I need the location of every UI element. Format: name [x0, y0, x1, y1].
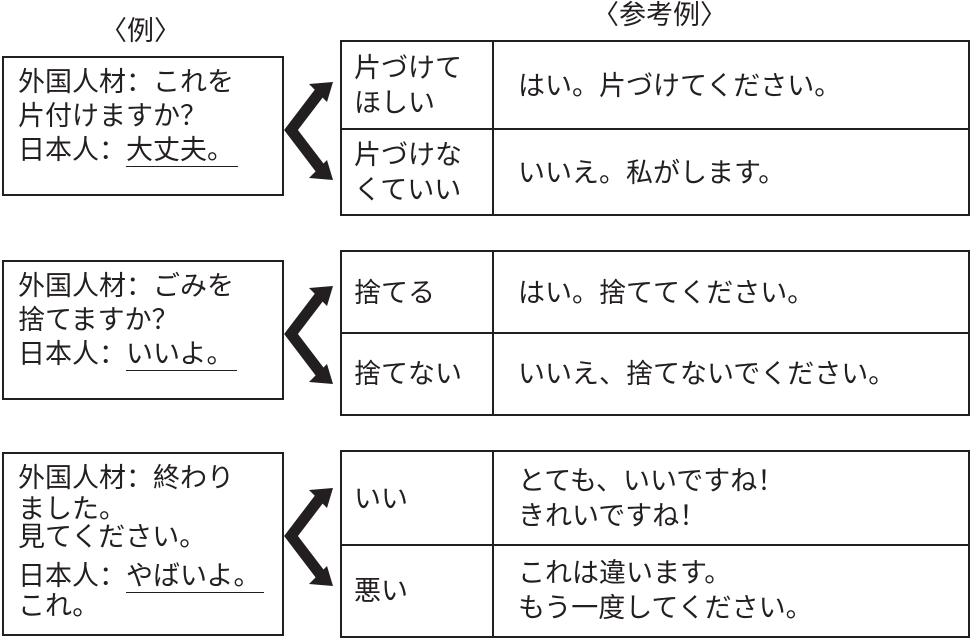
reference-table-2: 捨てる はい。捨ててください。 捨てない いいえ、捨てないでください。 — [340, 250, 970, 416]
reference-row: 捨てない いいえ、捨てないでください。 — [342, 332, 968, 414]
example-box-2: 外国人材：ごみを 捨てますか？ 日本人：いいよ。 — [2, 260, 284, 400]
example-answer-line: 日本人：やばいよ。 — [18, 560, 282, 594]
response-cell: いいえ。私がします。 — [518, 157, 786, 189]
branch-arrow-icon — [284, 82, 333, 180]
response-cell: はい。片づけてください。 — [518, 70, 842, 102]
reference-row: 片づけて ほしい はい。片づけてください。 — [342, 42, 968, 130]
condition-cell: 片づけて ほしい — [342, 42, 494, 130]
underlined-answer: 大丈夫。 — [126, 136, 238, 167]
condition-cell: 悪い — [342, 546, 494, 636]
reference-row: 片づけな くていい いいえ。私がします。 — [342, 128, 968, 216]
condition-cell: 捨てない — [342, 334, 494, 414]
condition-cell: 捨てる — [342, 252, 494, 334]
speaker-label: 日本人： — [18, 135, 126, 166]
reference-heading: 〈参考例〉 — [592, 0, 727, 31]
example-line: 外国人材：これを — [18, 67, 234, 98]
underlined-answer: やばいよ。 — [126, 562, 265, 593]
speaker-label: 日本人： — [18, 339, 126, 370]
example-answer-line: 日本人：大丈夫。 — [18, 134, 282, 168]
example-box-3: 外国人材：終わり ました。 見てください。 日本人：やばいよ。 これ。 — [2, 452, 284, 636]
response-cell: いいえ、捨てないでください。 — [518, 358, 896, 390]
response-cell: これは違います。 もう一度してください。 — [518, 558, 813, 624]
branch-arrow-icon — [284, 286, 333, 384]
condition-cell: 片づけな くていい — [342, 130, 494, 216]
example-line: 捨てますか？ — [18, 305, 179, 336]
condition-cell: いい — [342, 452, 494, 546]
branch-arrow-icon — [284, 488, 333, 586]
response-cell: とても、いいですね！ きれいですね！ — [518, 466, 785, 532]
underlined-answer: いいよ。 — [126, 340, 238, 371]
reference-table-1: 片づけて ほしい はい。片づけてください。 片づけな くていい いいえ。私がしま… — [340, 40, 970, 216]
example-line: 見てください。 — [18, 522, 207, 553]
reference-row: いい とても、いいですね！ きれいですね！ — [342, 452, 968, 546]
response-cell: はい。捨ててください。 — [518, 277, 815, 309]
example-box-1: 外国人材：これを 片付けますか？ 日本人：大丈夫。 — [2, 56, 284, 196]
example-line: これ。 — [18, 591, 100, 622]
reference-row: 捨てる はい。捨ててください。 — [342, 252, 968, 334]
reference-table-3: いい とても、いいですね！ きれいですね！ 悪い これは違います。 もう一度して… — [340, 450, 970, 638]
example-line: ました。 — [18, 494, 126, 525]
example-line: 片付けますか？ — [18, 101, 207, 132]
example-heading: 〈例〉 — [100, 16, 181, 47]
example-line: 外国人材：終わり — [18, 463, 234, 494]
example-line: 外国人材：ごみを — [18, 271, 234, 302]
reference-row: 悪い これは違います。 もう一度してください。 — [342, 544, 968, 636]
speaker-label: 日本人： — [18, 561, 126, 592]
example-answer-line: 日本人：いいよ。 — [18, 338, 282, 372]
